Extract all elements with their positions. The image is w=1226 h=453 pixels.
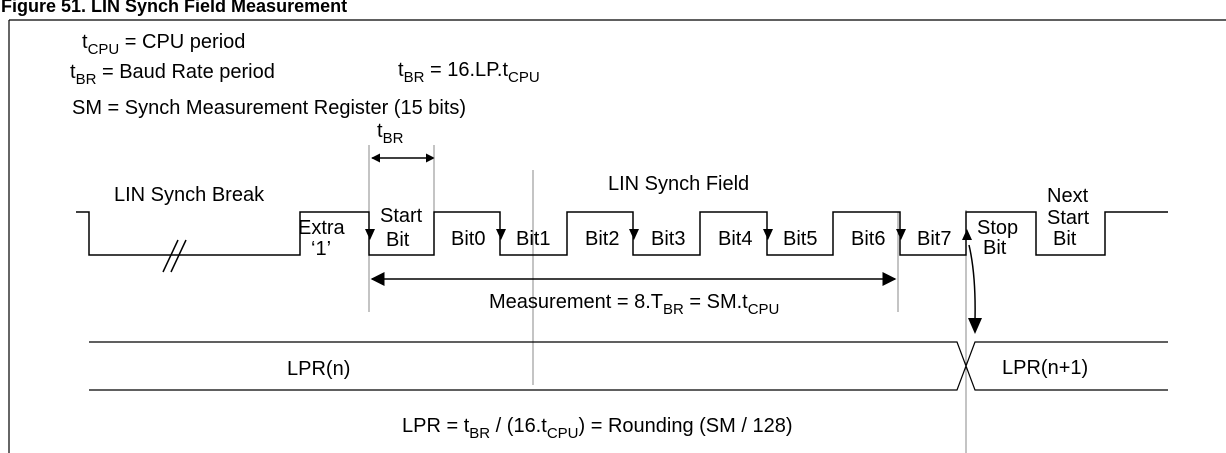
break-slash-2: [170, 239, 187, 273]
label-bit1: Bit1: [516, 228, 550, 250]
lpr-next: LPR(n+1): [1002, 357, 1088, 379]
edge-marker-bit2: [629, 229, 639, 240]
edge-marker-bit6: [896, 229, 906, 240]
label-next-start-line3: Bit: [1053, 228, 1077, 250]
label-next-start-line2: Start: [1047, 207, 1090, 229]
label-bit2: Bit2: [585, 228, 619, 250]
signal-waveform: [76, 211, 1168, 256]
measurement-label: Measurement = 8.TBR = SM.tCPU: [489, 291, 779, 318]
legend-tcpu: tCPU = CPU period: [82, 31, 245, 58]
label-extra-line1: Extra: [298, 217, 346, 239]
label-bit4: Bit4: [718, 228, 752, 250]
legend-tbr-equation: tBR = 16.LP.tCPU: [398, 59, 540, 86]
label-bit6: Bit6: [851, 228, 885, 250]
label-bit3: Bit3: [651, 228, 685, 250]
edge-marker-bit0: [496, 229, 506, 240]
label-synch-field: LIN Synch Field: [608, 173, 749, 195]
tbr-arrow-label: tBR: [377, 120, 404, 147]
label-stop-line2: Bit: [983, 237, 1007, 259]
figure-title: Figure 51. LIN Synch Field Measurement: [1, 0, 347, 16]
update-arrowhead: [968, 318, 982, 334]
legend-tbr: tBR = Baud Rate period: [70, 61, 275, 88]
edge-marker-start: [365, 229, 375, 240]
label-synch-break: LIN Synch Break: [114, 184, 265, 206]
label-start-line2: Bit: [386, 229, 410, 251]
label-stop-line1: Stop: [977, 217, 1018, 239]
lpr-current: LPR(n): [287, 358, 350, 380]
label-bit7: Bit7: [917, 228, 951, 250]
label-start-line1: Start: [380, 205, 423, 227]
legend-sm: SM = Synch Measurement Register (15 bits…: [72, 97, 466, 119]
edge-marker-bit4: [763, 229, 773, 240]
label-bit5: Bit5: [783, 228, 817, 250]
lpr-formula: LPR = tBR / (16.tCPU) = Rounding (SM / 1…: [402, 415, 792, 442]
lpr-bus-bottom: [89, 364, 1168, 391]
label-next-start-bit-line1: Next: [1047, 185, 1089, 207]
update-arrow: [968, 244, 976, 321]
edge-marker-stop: [962, 229, 972, 240]
label-extra-line2: ‘1’: [311, 238, 331, 260]
label-bit0: Bit0: [451, 228, 485, 250]
break-slash-1: [162, 239, 179, 273]
